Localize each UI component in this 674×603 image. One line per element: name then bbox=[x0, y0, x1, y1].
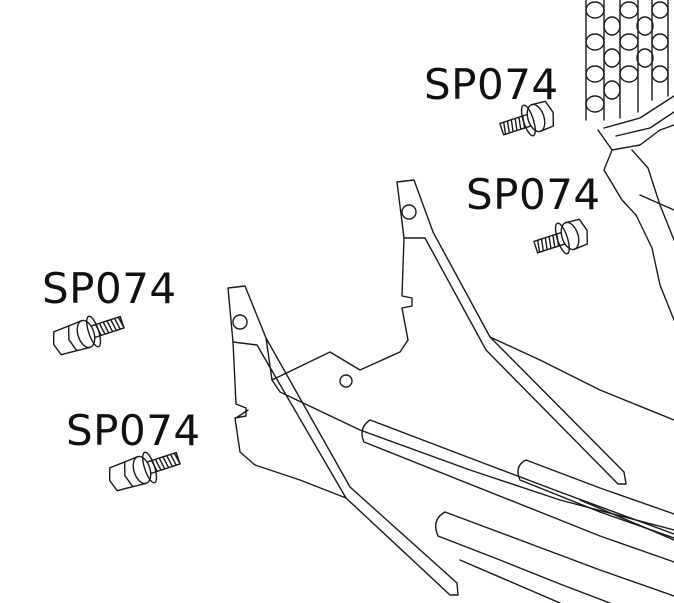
part-label-sp074-1: SP074 bbox=[424, 60, 559, 109]
part-label-sp074-4: SP074 bbox=[66, 406, 201, 455]
screw-sp074-2 bbox=[533, 218, 589, 255]
chain-links bbox=[585, 0, 669, 121]
part-label-sp074-2: SP074 bbox=[466, 170, 601, 219]
base-frame bbox=[227, 179, 674, 603]
chain-assembly bbox=[585, 0, 674, 321]
hanger-bracket bbox=[597, 95, 674, 321]
left-mount-tab bbox=[227, 285, 459, 596]
part-label-sp074-3: SP074 bbox=[42, 264, 177, 313]
slot-1 bbox=[361, 419, 674, 563]
slot-2 bbox=[517, 459, 674, 539]
screw-sp074-4 bbox=[108, 451, 181, 492]
screw-sp074-3 bbox=[52, 315, 125, 356]
screw-sp074-1 bbox=[499, 100, 555, 137]
right-mount-tab bbox=[396, 179, 627, 485]
slot-3 bbox=[435, 511, 674, 603]
